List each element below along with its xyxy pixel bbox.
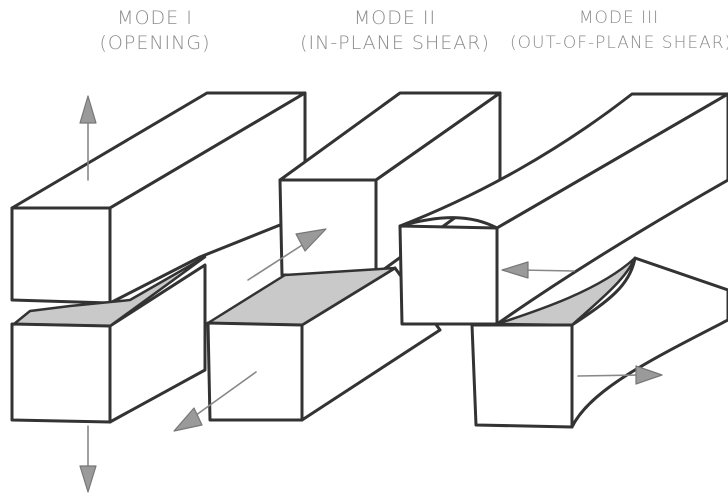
mode-3-upper-block <box>398 92 728 326</box>
mode-1-upper-block <box>10 91 307 305</box>
mode-2-lower-shear-arrow <box>173 371 257 432</box>
mode-1-label: MODE I (OPENING) <box>55 6 255 56</box>
mode-3-title: MODE III <box>578 8 660 28</box>
mode-1-lower-block <box>10 255 207 424</box>
mode-3-left-arrow <box>501 261 575 279</box>
mode-3-upper-top-face <box>398 92 728 230</box>
mode-3-label: MODE III (OUT-OF-PLANE SHEAR) <box>510 6 728 56</box>
arrow-left-icon <box>501 261 529 279</box>
arrow-down-icon <box>79 465 97 493</box>
mode-3-lower-side-face <box>570 256 728 429</box>
mode-2-subtitle: (IN-PLANE SHEAR) <box>300 32 490 54</box>
mode-2-upper-shear-arrow <box>247 228 327 281</box>
arrow-right-icon <box>635 365 663 385</box>
mode-3-subtitle: (OUT-OF-PLANE SHEAR) <box>510 33 728 53</box>
mode-2-lower-front-face <box>206 321 304 422</box>
mode-3-lower-block <box>470 256 728 429</box>
mode-1-downward-arrow <box>79 425 97 493</box>
mode-1-upward-arrow <box>79 95 97 181</box>
mode-3-right-arrow <box>577 365 663 385</box>
mode-1-specimen <box>10 91 307 493</box>
mode-1-subtitle: (OPENING) <box>99 32 211 54</box>
mode-3-crack-face <box>495 256 637 327</box>
mode-1-title: MODE I <box>117 7 193 29</box>
mode-2-upper-block <box>278 91 502 277</box>
arrow-down-left-icon <box>173 407 203 432</box>
arrow-up-icon <box>79 95 97 124</box>
mode-3-specimen <box>398 92 728 429</box>
mode-2-title: MODE II <box>353 7 437 29</box>
mode-2-upper-front-face <box>278 178 378 277</box>
mode-3-lower-front-face <box>470 323 574 429</box>
mode-1-upper-front-face <box>10 206 112 305</box>
mode-1-lower-front-face <box>10 322 112 424</box>
mode-2-label: MODE II (IN-PLANE SHEAR) <box>285 6 505 56</box>
mode-3-upper-side-face <box>495 92 728 326</box>
arrow-up-right-icon <box>295 228 327 252</box>
mode-3-upper-front-face <box>398 224 499 326</box>
